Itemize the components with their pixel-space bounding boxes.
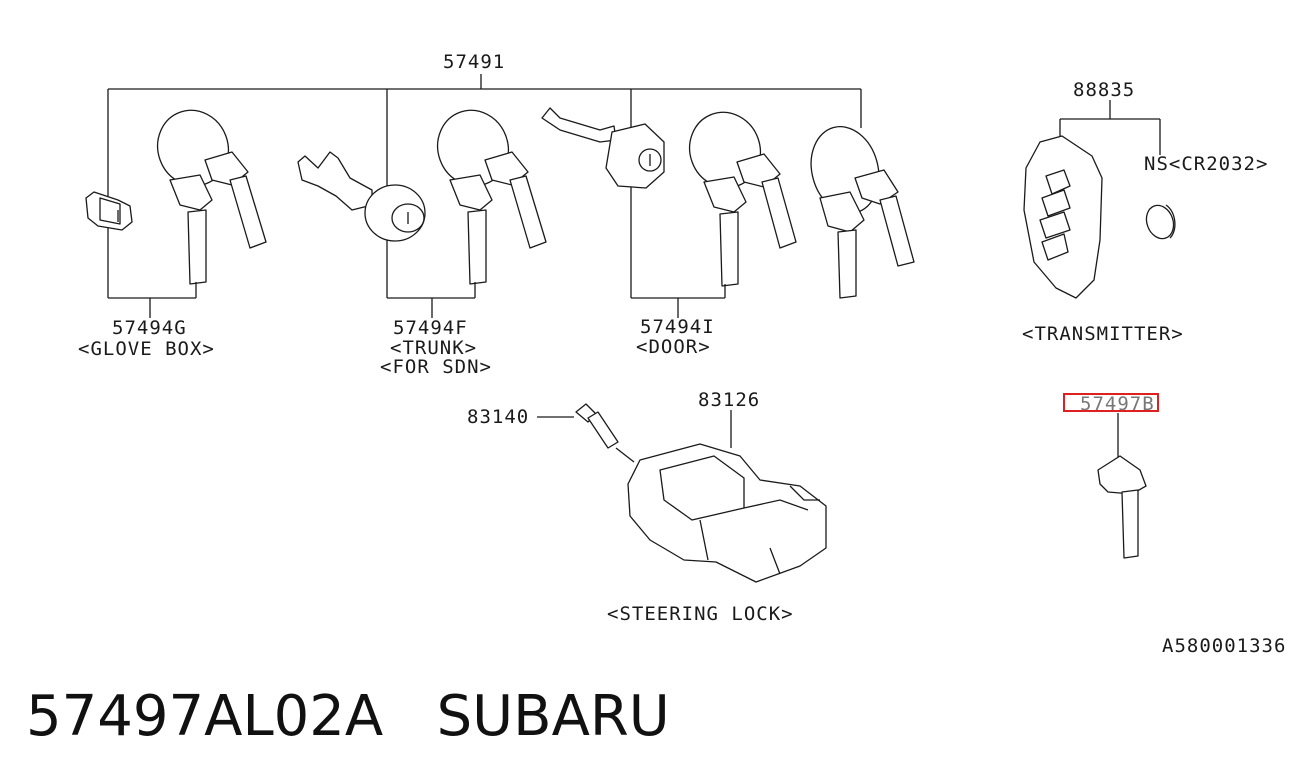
- label-57494f: 57494F: [393, 317, 468, 339]
- trunk-cylinder-drawing: [297, 151, 426, 242]
- label-83126: 83126: [698, 389, 760, 411]
- bolt-drawing: [575, 403, 635, 463]
- bracket-57494i: [631, 284, 726, 318]
- label-steering-lock: <STEERING LOCK>: [607, 603, 794, 625]
- trunk-key-drawing: [436, 109, 547, 285]
- parts-diagram: 57491 57494G <GLOVE BOX> 57494F <: [78, 51, 1286, 657]
- label-door: <DOOR>: [636, 336, 711, 358]
- bracket-57494g: [108, 282, 197, 318]
- part-number: 57497AL02A: [26, 684, 384, 749]
- label-57497b: 57497B: [1080, 393, 1155, 415]
- label-57491: 57491: [443, 51, 505, 73]
- glove-box-key-drawing: [156, 109, 267, 285]
- footer-title: 57497AL02A SUBARU: [26, 684, 670, 749]
- bracket-57494f: [387, 282, 476, 318]
- label-57494g: 57494G: [112, 317, 187, 339]
- master-key-drawing: [810, 125, 915, 299]
- bracket-57491: [107, 74, 862, 298]
- highlight-box: [1063, 393, 1159, 412]
- label-ns-cr2032: NS<CR2032>: [1144, 153, 1268, 175]
- label-57494i: 57494I: [640, 316, 715, 338]
- door-key-drawing: [688, 111, 797, 287]
- glove-box-cylinder-drawing: [85, 191, 133, 231]
- door-cylinder-drawing: [541, 107, 665, 189]
- label-83140: 83140: [467, 406, 529, 428]
- brand-name: SUBARU: [436, 684, 670, 749]
- label-for-sdn: <FOR SDN>: [380, 356, 492, 378]
- blank-key-drawing: [1097, 455, 1147, 559]
- label-transmitter: <TRANSMITTER>: [1022, 323, 1184, 345]
- label-trunk: <TRUNK>: [390, 337, 477, 359]
- transmitter-drawing: [1023, 135, 1103, 299]
- battery-drawing: [1145, 204, 1176, 240]
- diagram-code: A580001336: [1162, 635, 1286, 657]
- steering-lock-drawing: [627, 443, 827, 583]
- label-88835: 88835: [1073, 79, 1135, 101]
- label-glove-box: <GLOVE BOX>: [78, 338, 215, 360]
